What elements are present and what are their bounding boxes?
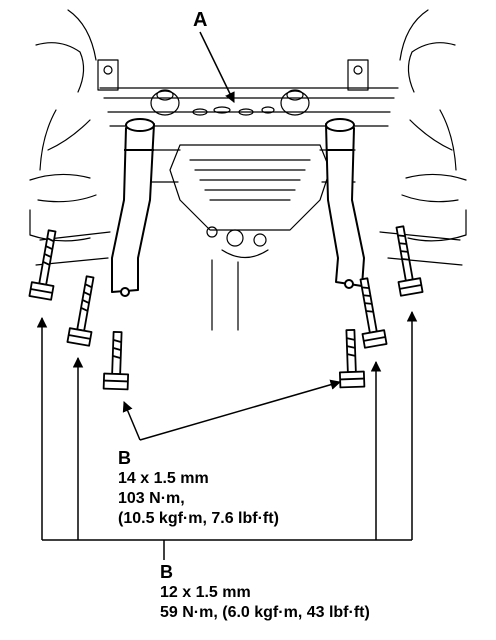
label-a-leader (199, 31, 235, 103)
callout-lower-spec: B 12 x 1.5 mm 59 N·m, (6.0 kgf·m, 43 lbf… (160, 562, 370, 623)
callout-upper-leaders (122, 379, 342, 441)
bolt-center-left (102, 330, 130, 391)
subframe-a (111, 118, 365, 297)
bolt-outer-right (395, 225, 424, 297)
vehicle-body-background (29, 9, 467, 331)
bolts-group (28, 225, 424, 391)
bolt-inner-left-upper (66, 275, 95, 347)
callout-lower-bracket (36, 310, 418, 560)
callout-lower-letter: B (160, 562, 173, 582)
callout-upper-spec: B 14 x 1.5 mm 103 N·m, (10.5 kgf·m, 7.6 … (118, 448, 279, 529)
callout-upper-letter: B (118, 448, 131, 468)
label-a: A (193, 9, 208, 31)
callout-lower-torque: 59 N·m, (6.0 kgf·m, 43 lbf·ft) (160, 604, 370, 621)
callout-upper-alt-torque: (10.5 kgf·m, 7.6 lbf·ft) (118, 510, 279, 527)
bolt-outer-left (28, 229, 57, 301)
callout-upper-torque: 103 N·m, (118, 490, 185, 507)
callout-lower-size: 12 x 1.5 mm (160, 584, 251, 601)
bolt-inner-right-upper (359, 277, 388, 349)
bolt-center-right (338, 328, 366, 389)
callout-upper-size: 14 x 1.5 mm (118, 470, 209, 487)
